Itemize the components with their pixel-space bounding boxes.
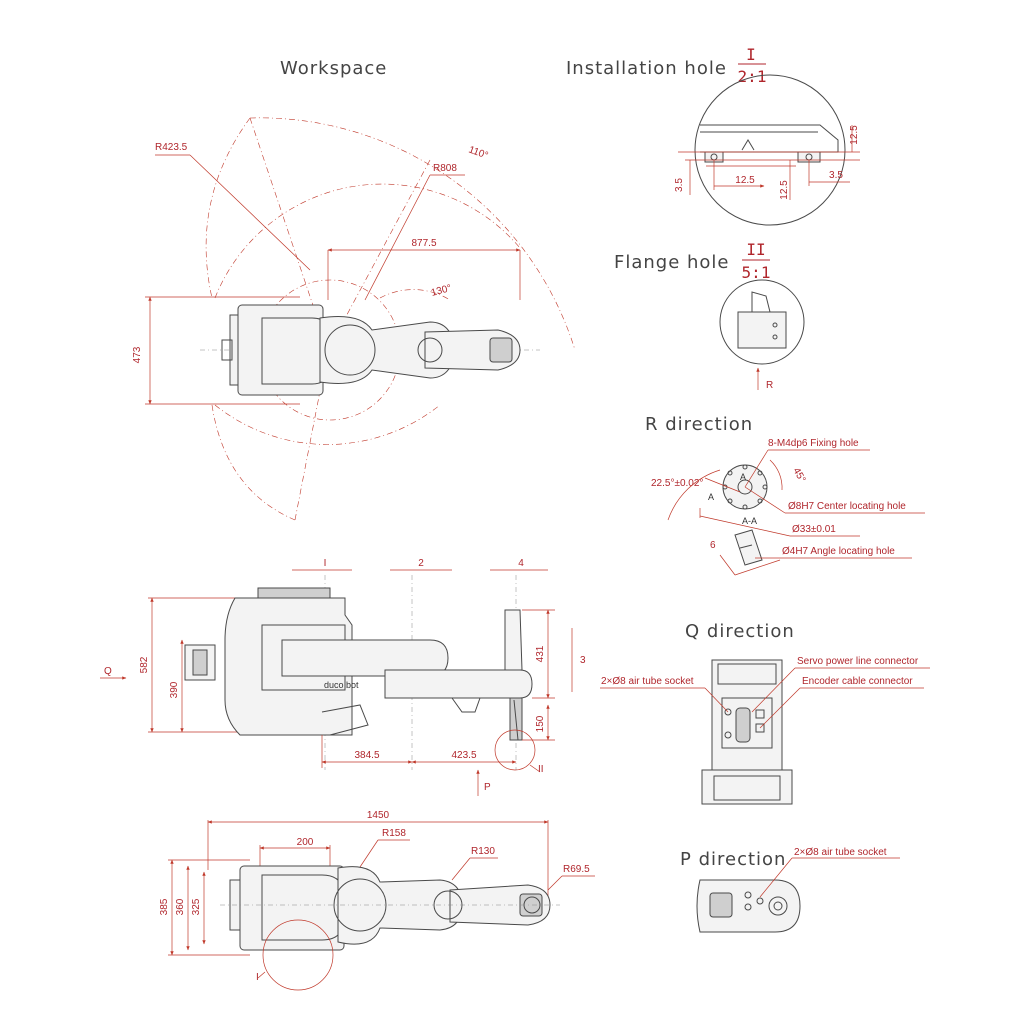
r-six: 6: [710, 540, 716, 551]
p-direction-view: 2×Ø8 air tube socket: [696, 847, 900, 933]
workspace-view: 473 877.5 R423.5 R808 110° 130°: [132, 117, 576, 521]
flange-hole-title: Flange hole: [614, 252, 730, 273]
side-s3: 3: [580, 655, 586, 666]
bottom-r158: R158: [382, 828, 406, 839]
bottom-1450: 1450: [367, 810, 390, 821]
r-direction-view: 8-M4dp6 Fixing hole 45° 22.5°±0.02° A A …: [651, 438, 925, 576]
side-s1: I: [324, 558, 327, 569]
bottom-360: 360: [175, 898, 186, 915]
bottom-325: 325: [191, 898, 202, 915]
r-a1: A: [708, 492, 714, 502]
installation-hole-view: 12.5 3.5 12.5 12.5 3.5: [674, 74, 860, 226]
side-s2: 2: [418, 558, 424, 569]
q-air: 2×Ø8 air tube socket: [601, 676, 694, 687]
dim-r423: R423.5: [155, 142, 188, 153]
dim-473: 473: [132, 346, 143, 363]
side-431: 431: [535, 645, 546, 662]
q-encoder: Encoder cable connector: [802, 676, 913, 687]
workspace-title: Workspace: [280, 58, 387, 79]
flange-ratio: 5:1: [742, 263, 771, 282]
bottom-view: 1450 200 R158 R130 R69.5 385 360 325: [159, 810, 595, 991]
side-p: P: [484, 782, 491, 793]
flange-r-label: R: [766, 380, 773, 391]
p-direction-title: P direction: [680, 849, 786, 870]
install-dim-b: 3.5: [674, 178, 685, 192]
install-dim-e: 3.5: [829, 170, 843, 181]
dim-110: 110°: [467, 144, 490, 161]
q-servo: Servo power line connector: [797, 656, 919, 667]
side-423: 423.5: [451, 750, 476, 761]
installation-ratio: 2:1: [738, 67, 767, 86]
side-s4: 4: [518, 558, 524, 569]
dim-130: 130°: [430, 283, 453, 299]
r-45: 45°: [790, 466, 807, 485]
side-390: 390: [169, 681, 180, 698]
r-center-hole: Ø8H7 Center locating hole: [788, 501, 906, 512]
r-angle-hole: Ø4H7 Angle locating hole: [782, 546, 895, 557]
dim-r808: R808: [433, 163, 457, 174]
bottom-r69: R69.5: [563, 864, 590, 875]
r-fixing-hole: 8-M4dp6 Fixing hole: [768, 438, 859, 449]
side-ii: II: [538, 764, 544, 775]
installation-roman: I: [746, 45, 756, 64]
side-582: 582: [139, 656, 150, 673]
bottom-200: 200: [297, 837, 314, 848]
install-dim-d: 12.5: [779, 180, 790, 200]
install-dim-c: 12.5: [735, 175, 755, 186]
p-air: 2×Ø8 air tube socket: [794, 847, 887, 858]
installation-hole-title: Installation hole: [566, 58, 727, 79]
side-384: 384.5: [354, 750, 379, 761]
q-direction-view: Servo power line connector Encoder cable…: [600, 656, 930, 805]
bottom-circle-i: I: [256, 972, 259, 983]
dim-877: 877.5: [411, 238, 436, 249]
bottom-385: 385: [159, 898, 170, 915]
r-angle: 22.5°±0.02°: [651, 478, 703, 489]
r-direction-title: R direction: [645, 414, 753, 435]
r-section: A-A: [742, 516, 757, 526]
q-direction-title: Q direction: [685, 621, 795, 642]
install-dim-a: 12.5: [849, 125, 860, 145]
side-view: I 2 4 582 390 Q duco bot: [100, 558, 586, 796]
bottom-r130: R130: [471, 846, 495, 857]
side-q: Q: [104, 666, 112, 677]
flange-roman: II: [746, 240, 765, 259]
flange-hole-view: R: [719, 279, 805, 391]
r-dia33: Ø33±0.01: [792, 524, 836, 535]
r-a2: A: [740, 472, 746, 482]
side-150: 150: [535, 715, 546, 732]
side-brand: duco bot: [324, 680, 359, 690]
